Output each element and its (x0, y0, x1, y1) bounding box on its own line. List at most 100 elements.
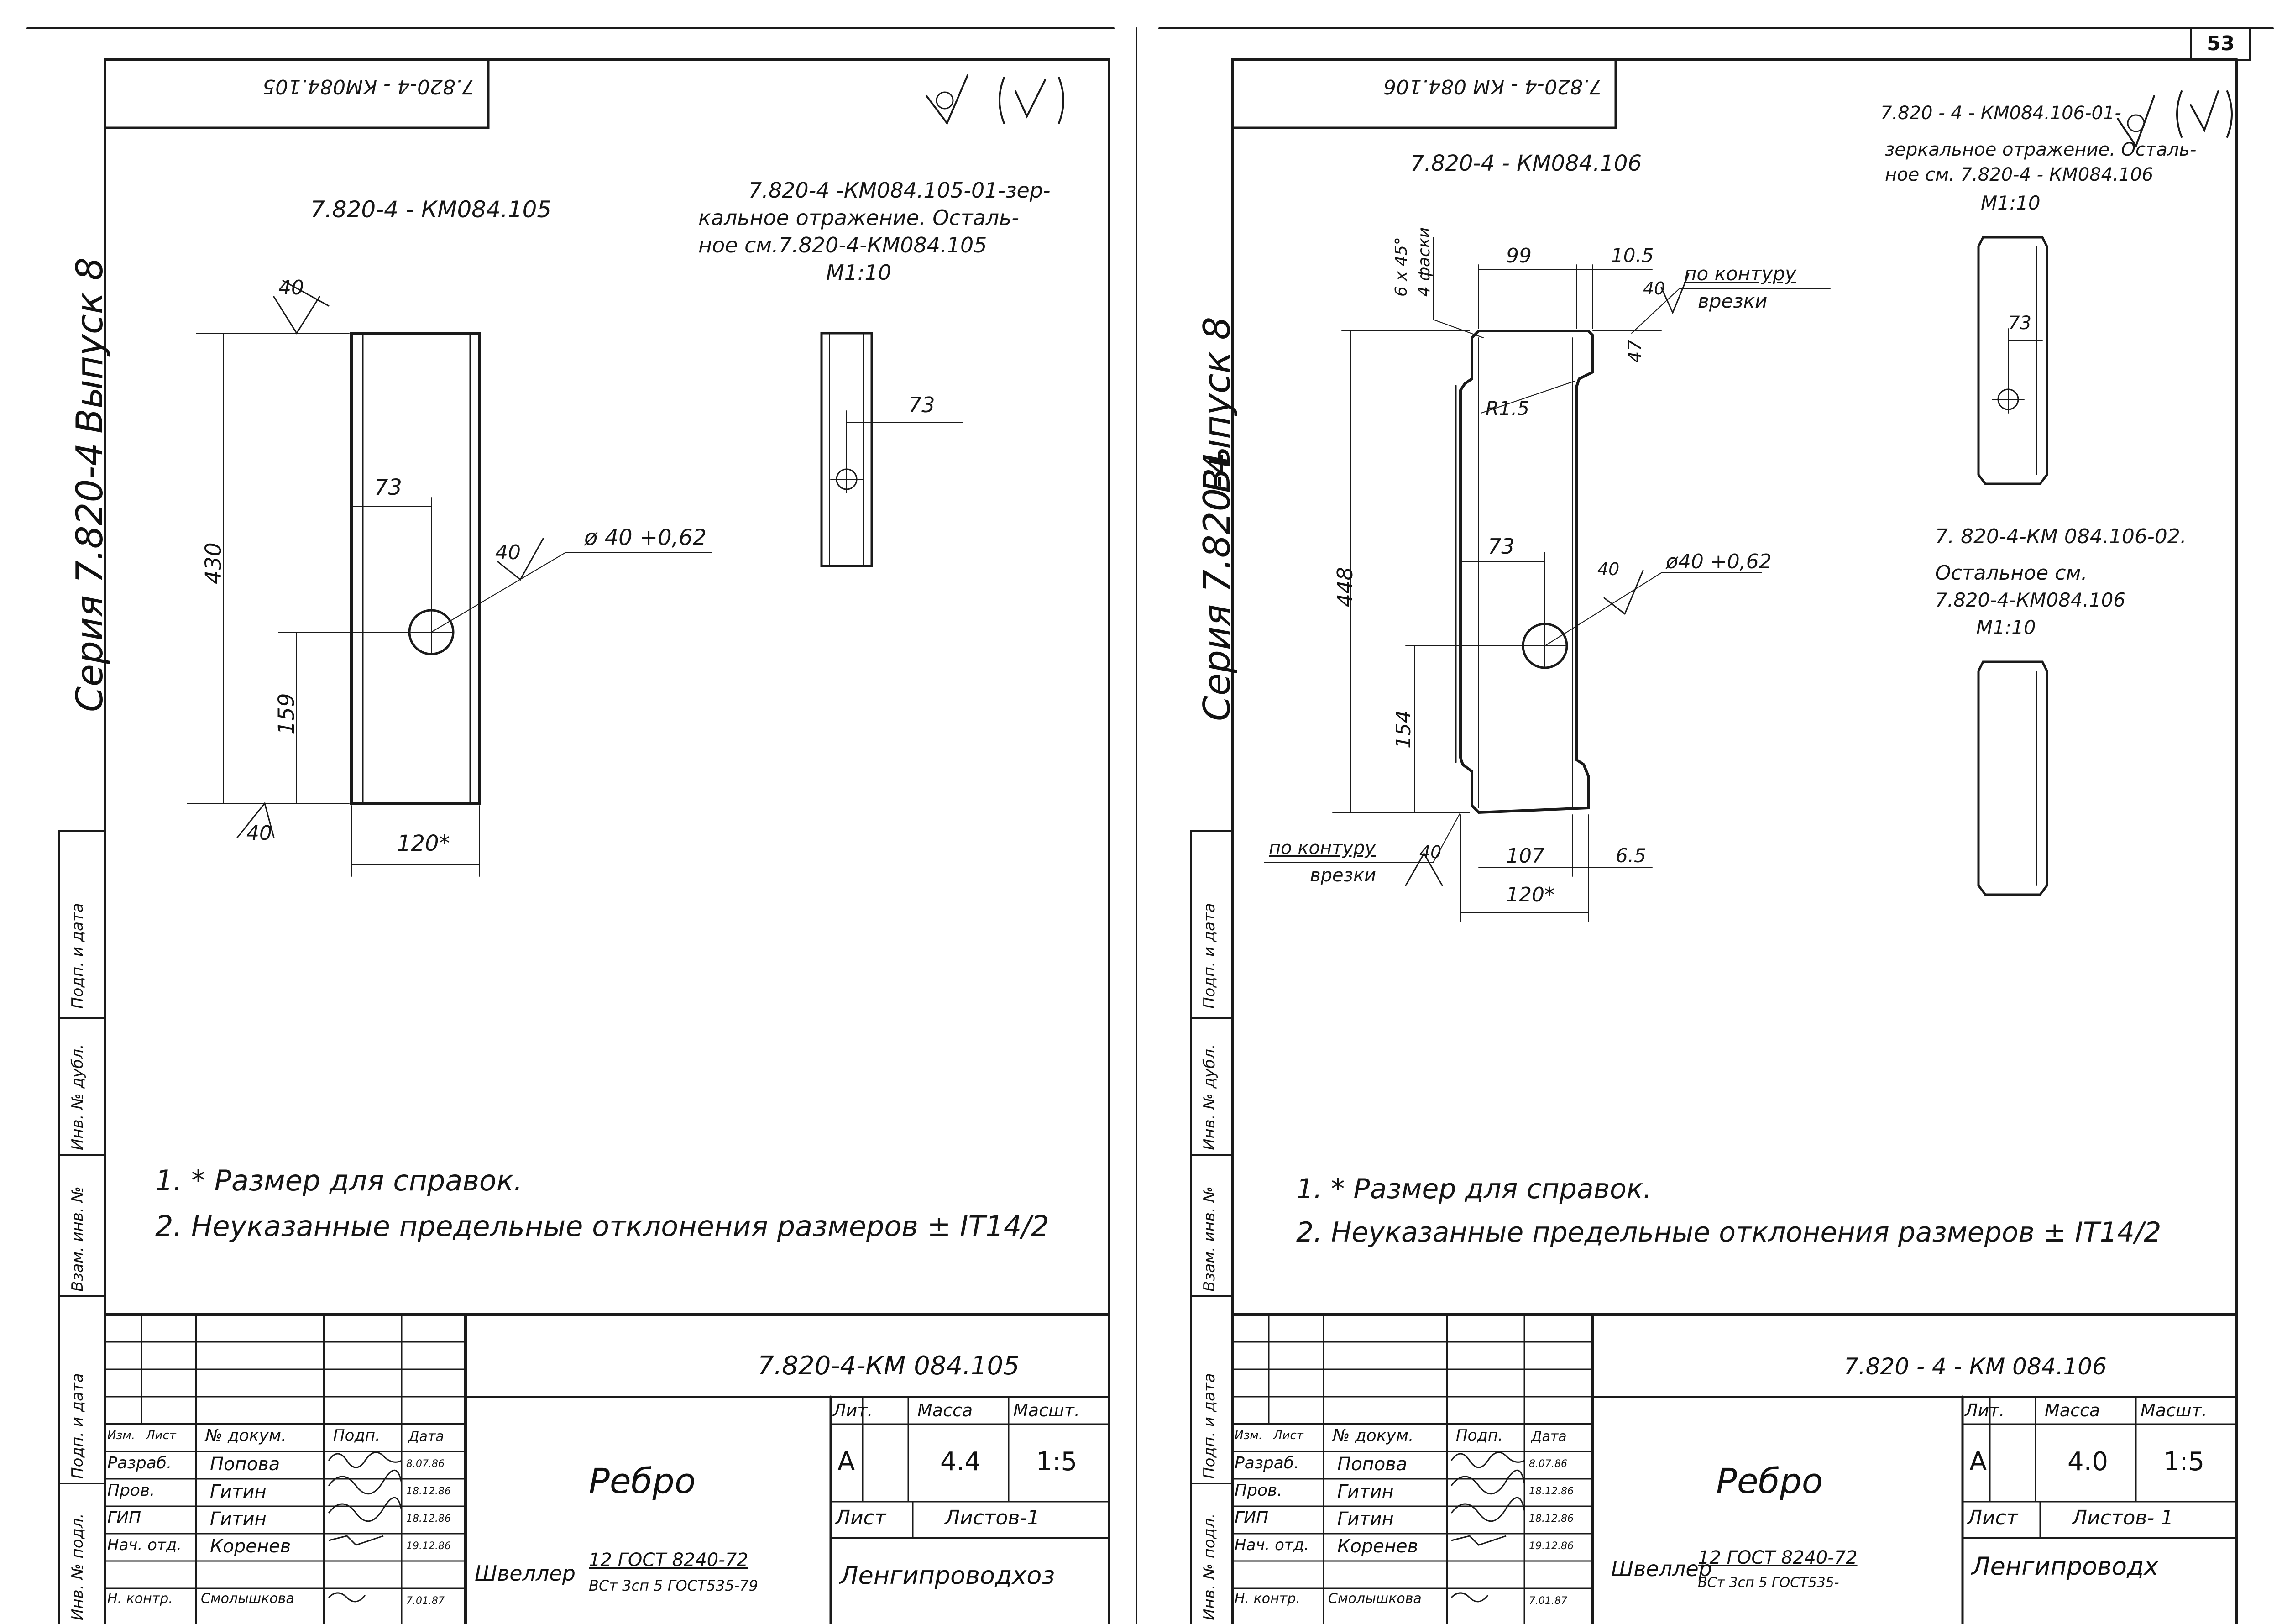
right-main-title: 7.820-4 - КМ084.106 (1410, 151, 1642, 176)
right-tb-row4-role: Нач. отд. (1235, 1536, 1309, 1554)
left-weld-side: 40 (495, 541, 521, 564)
left-tb-head-izm: Изм. (107, 1429, 136, 1442)
right-weld-top: 40 (1643, 278, 1665, 299)
left-mirror-note-3: ное см.7.820-4-КМ084.105 (698, 233, 987, 257)
right-tb-row1-name: Попова (1337, 1454, 1408, 1475)
right-dim-radius: R1.5 (1486, 397, 1529, 419)
right-tb-row2-date: 18.12.86 (1529, 1486, 1574, 1497)
left-tb-mass: 4.4 (940, 1447, 981, 1477)
right-issue: Выпуск 8 (1196, 316, 1238, 493)
signature-right-5 (1450, 1592, 1489, 1603)
right-tb-row3-date: 18.12.86 (1529, 1513, 1574, 1524)
right-tb-material-2: 12 ГОСТ 8240-72 (1698, 1547, 1858, 1568)
right-var2-note-1: 7. 820-4-КМ 084.106-02. (1935, 525, 2187, 548)
left-tb-sheet-h: Лист (835, 1506, 886, 1530)
left-tb-row2-name: Гитин (210, 1481, 267, 1502)
left-tb-row2-role: Пров. (107, 1481, 155, 1500)
left-tb-name: Ребро (589, 1461, 696, 1501)
right-tb-code: 7.820 - 4 - КМ 084.106 (1844, 1353, 2107, 1380)
left-note-1: 1. * Размер для справок. (155, 1164, 523, 1197)
right-mirror-note-2: зеркальное отражение. Осталь- (1885, 139, 2197, 160)
right-mirror-note-3: ное см. 7.820-4 - КМ084.106 (1885, 164, 2154, 185)
right-side-stamp-2: Инв. № дубл. (1200, 1044, 1219, 1150)
left-tb-row3-name: Гитин (210, 1509, 267, 1530)
right-tb-row3-name: Гитин (1337, 1509, 1394, 1530)
left-side-stamp-4: Подп. и дата (68, 1373, 87, 1479)
left-weld-bottom: 40 (246, 822, 272, 845)
right-tb-head-sign: Подп. (1456, 1426, 1503, 1445)
right-tb-name: Ребро (1716, 1461, 1823, 1501)
right-tb-row5-role: Н. контр. (1235, 1591, 1300, 1607)
right-contour-top-1: по контуру (1684, 262, 1796, 285)
left-tb-row1-role: Разраб. (107, 1454, 172, 1472)
right-tb-sheets-h: Листов- 1 (2072, 1506, 2174, 1530)
right-tb-scale-h: Масшт. (2141, 1400, 2207, 1420)
right-tb-lit-h: Лит. (1965, 1400, 2005, 1420)
right-dim-top-r: 10.5 (1611, 244, 1654, 267)
right-tb-material-1: Швеллер (1611, 1556, 1712, 1581)
left-tb-row4-name: Коренев (210, 1536, 291, 1557)
signature-left-2 (328, 1469, 403, 1495)
left-tb-mass-h: Масса (917, 1400, 973, 1420)
right-side-stamp-3: Взам. инв. № (1200, 1186, 1219, 1292)
right-note-1: 1. * Размер для справок. (1296, 1173, 1652, 1205)
left-tb-row4-date: 19.12.86 (406, 1540, 451, 1552)
right-tb-lit: А (1969, 1447, 1987, 1477)
left-side-stamp-2: Инв. № дубл. (68, 1044, 87, 1150)
page-number: 53 (2207, 32, 2235, 55)
left-tb-org: Ленгипроводхоз (840, 1561, 1055, 1590)
right-contour-top-2: врезки (1698, 290, 1768, 312)
right-chamfer-2: 4 фаски (1415, 227, 1434, 297)
signature-right-2 (1450, 1469, 1525, 1495)
left-dim-height: 430 (201, 542, 226, 584)
signature-right-1 (1450, 1451, 1525, 1468)
left-tb-row2-date: 18.12.86 (406, 1486, 451, 1497)
left-tb-scale: 1:5 (1036, 1447, 1078, 1477)
right-small-73: 73 (2008, 313, 2031, 334)
right-tb-row5-name: Смолышкова (1328, 1591, 1422, 1607)
right-tb-row3-role: ГИП (1235, 1509, 1269, 1527)
left-note-2: 2. Неуказанные предельные отклонения раз… (155, 1210, 1049, 1243)
left-tb-row4-role: Нач. отд. (107, 1536, 182, 1554)
left-stamp: 7.820-4 - КМ084.105 (262, 75, 475, 98)
right-dim-bottom-r: 6.5 (1616, 844, 1646, 867)
left-tb-lit-h: Лит. (833, 1400, 873, 1420)
right-dim-hole-x: 73 (1488, 534, 1515, 559)
right-side-stamp-5: Инв. № подл. (1200, 1513, 1219, 1620)
left-tb-scale-h: Масшт. (1013, 1400, 1080, 1420)
left-tb-lit: А (837, 1447, 855, 1477)
left-series: Серия 7.820-4 (68, 442, 111, 712)
left-issue: Выпуск 8 (68, 257, 111, 434)
signature-left-1 (328, 1451, 402, 1468)
left-tb-head-list: Лист (146, 1429, 176, 1442)
right-tb-head-list: Лист (1273, 1429, 1303, 1442)
right-mirror-note-1: 7.820 - 4 - КМ084.106-01- (1880, 103, 2121, 124)
right-tb-row4-name: Коренев (1337, 1536, 1418, 1557)
left-tb-row3-role: ГИП (107, 1509, 141, 1527)
right-tb-material-3: ВСт 3сп 5 ГОСТ535- (1698, 1575, 1839, 1591)
right-dim-top-w: 99 (1506, 244, 1532, 267)
right-tb-org: Ленгипроводх (1972, 1552, 2159, 1581)
left-tb-row1-name: Попова (210, 1454, 280, 1475)
signature-left-5 (328, 1592, 366, 1603)
right-tb-head-izm: Изм. (1235, 1429, 1263, 1442)
left-tb-row1-date: 8.07.86 (406, 1458, 445, 1470)
left-mirror-note-1: 7.820-4 -КМ084.105-01-зер- (748, 178, 1051, 203)
left-tb-code: 7.820-4-КМ 084.105 (758, 1351, 1020, 1381)
right-contour-bottom-2: врезки (1310, 865, 1376, 886)
left-tb-sheets-h: Листов-1 (945, 1506, 1040, 1530)
right-contour-bottom-1: по контуру (1269, 838, 1376, 859)
right-dim-width: 120* (1506, 883, 1554, 906)
left-side-stamp-5: Инв. № подл. (68, 1513, 87, 1620)
left-tb-head-date: Дата (408, 1429, 444, 1445)
left-small-73: 73 (908, 393, 935, 417)
right-tb-scale: 1:5 (2163, 1447, 2205, 1477)
left-side-stamp-1: Подп. и дата (68, 903, 87, 1009)
left-dim-hole-dia: ø 40 +0,62 (584, 525, 707, 550)
left-dim-hole-y: 159 (274, 693, 299, 735)
right-tb-head-doc: № докум. (1333, 1426, 1414, 1445)
left-main-title: 7.820-4 - КМ084.105 (310, 196, 552, 223)
right-tb-sheet-h: Лист (1967, 1506, 2018, 1530)
